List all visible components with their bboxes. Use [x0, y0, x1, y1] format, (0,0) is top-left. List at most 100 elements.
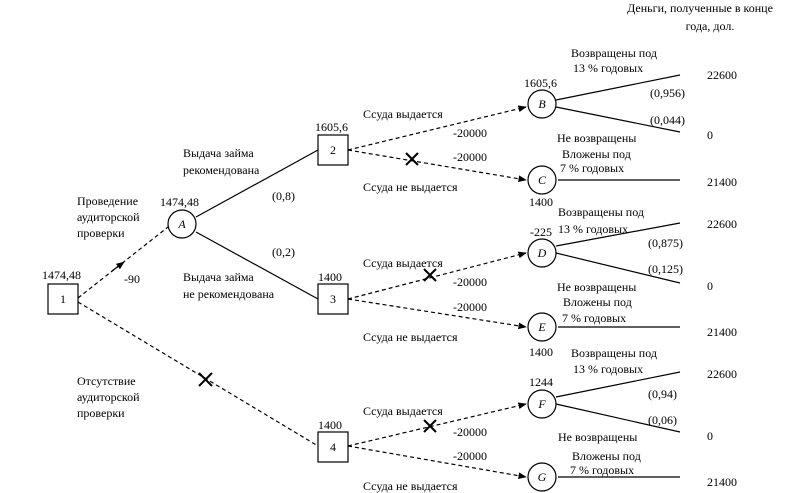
recommended-prob: (0,8) [272, 189, 295, 203]
node-2-label: 2 [330, 143, 336, 157]
B-default-money: 0 [707, 128, 713, 142]
D-return-money: 22600 [707, 217, 737, 231]
F-return-money: 22600 [707, 367, 737, 381]
header-line-1: Деньги, полученные в конце [627, 1, 773, 15]
D-returned-label-2: 13 % годовых [558, 222, 628, 236]
E-invested-label-1: Вложены под [563, 295, 632, 309]
D-returned-label-1: Возвращены под [558, 205, 644, 219]
D-return-prob: (0,875) [648, 236, 683, 250]
node-F-value: 1244 [529, 375, 553, 389]
loan-amount-4-F: -20000 [453, 425, 487, 439]
loan-not-given-2: Ссуда не выдается [363, 180, 458, 194]
audit-cost: -90 [124, 272, 140, 286]
edge-3-D [347, 251, 527, 300]
decision-node-3: 3 [317, 283, 349, 315]
F-default-money: 0 [707, 429, 713, 443]
D-not-returned-label: Не возвращены [557, 280, 636, 294]
loan-not-given-4: Ссуда не выдается [363, 479, 458, 493]
edge-2-C [347, 149, 527, 183]
node-4-label: 4 [330, 440, 336, 454]
chance-node-B: B [527, 89, 557, 119]
C-money: 21400 [707, 175, 737, 189]
B-not-returned-label: Не возвращены [557, 131, 636, 145]
node-C-label: C [538, 173, 547, 187]
B-returned-label-1: Возвращены под [571, 46, 657, 60]
audit-label-2: аудиторской [77, 210, 140, 224]
edge-no-audit [77, 301, 319, 447]
node-1-label: 1 [60, 292, 66, 306]
node-B-value: 1605,6 [524, 76, 557, 90]
loan-given-3: Ссуда выдается [363, 256, 443, 270]
node-D-label: D [537, 246, 547, 260]
edge-F-return [555, 371, 681, 398]
loan-amount-3-E: -20000 [453, 300, 487, 314]
C-invested-label-2: 7 % годовых [560, 161, 624, 175]
cross-mark-4-F [423, 419, 437, 433]
node-2-value: 1605,6 [315, 120, 348, 134]
edge-F-default [555, 403, 681, 433]
F-returned-label-1: Возвращены под [571, 346, 657, 360]
edge-D-default [555, 252, 681, 284]
F-return-prob: (0,94) [648, 387, 677, 401]
node-B-label: B [538, 97, 546, 111]
F-not-returned-label: Не возвращены [558, 430, 637, 444]
E-invested-label-2: 7 % годовых [562, 311, 626, 325]
node-A-value: 1474,48 [160, 195, 199, 209]
no-audit-label-2: аудиторской [77, 390, 140, 404]
B-returned-label-2: 13 % годовых [573, 61, 643, 75]
chance-node-F: F [527, 389, 557, 419]
cross-mark-3-D [423, 268, 437, 282]
chance-node-C: C [527, 165, 557, 195]
edge-audit-arrow [111, 261, 125, 272]
edge-B-default [555, 106, 681, 133]
decision-node-2: 2 [317, 134, 349, 166]
node-F-label: F [537, 397, 546, 411]
loan-not-given-3: Ссуда не выдается [363, 330, 458, 344]
D-default-prob: (0,125) [648, 262, 683, 276]
node-3-value: 1400 [318, 270, 342, 284]
loan-amount-4-G: -20000 [453, 449, 487, 463]
B-return-money: 22600 [707, 68, 737, 82]
node-A-label: A [177, 217, 186, 231]
D-default-money: 0 [707, 279, 713, 293]
chance-node-D: D [527, 238, 557, 268]
node-E-value: 1400 [529, 345, 553, 359]
decision-node-4: 4 [317, 431, 349, 463]
loan-amount-3-D: -20000 [453, 275, 487, 289]
not-recommended-label-2: не рекомендована [183, 287, 275, 301]
edge-not-recommended [195, 231, 319, 300]
cross-mark-2-C [405, 152, 419, 166]
G-money: 21400 [707, 475, 737, 489]
not-recommended-label-1: Выдача займа [183, 270, 254, 284]
chance-node-A: A [167, 209, 197, 239]
loan-given-4: Ссуда выдается [363, 404, 443, 418]
edge-4-G [347, 445, 527, 480]
edge-D-return [555, 222, 681, 247]
edge-4-F [347, 402, 527, 447]
loan-given-2: Ссуда выдается [363, 107, 443, 121]
B-default-prob: (0,044) [650, 113, 685, 127]
not-recommended-prob: (0,2) [272, 245, 295, 259]
G-invested-label-1: Вложены под [572, 449, 641, 463]
edge-recommended [195, 149, 319, 218]
node-1-value: 1474,48 [42, 268, 81, 282]
cross-mark-no-audit [198, 372, 213, 387]
edge-B-return [555, 74, 681, 101]
no-audit-label-1: Отсутствие [77, 374, 136, 388]
C-invested-label-1: Вложены под [562, 147, 631, 161]
node-C-value: 1400 [529, 195, 553, 209]
edge-2-B [347, 105, 527, 151]
recommended-label-2: рекомендована [183, 163, 260, 177]
loan-amount-2-C: -20000 [453, 150, 487, 164]
F-default-prob: (0,06) [648, 413, 677, 427]
F-returned-label-2: 13 % годовых [573, 362, 643, 376]
G-invested-label-2: 7 % годовых [570, 463, 634, 477]
loan-amount-2-B: -20000 [453, 126, 487, 140]
audit-label-3: проверки [77, 226, 125, 240]
decision-node-1: 1 [47, 283, 79, 315]
recommended-label-1: Выдача займа [183, 146, 254, 160]
no-audit-label-3: проверки [77, 406, 125, 420]
node-E-label: E [537, 320, 546, 334]
E-money: 21400 [707, 325, 737, 339]
